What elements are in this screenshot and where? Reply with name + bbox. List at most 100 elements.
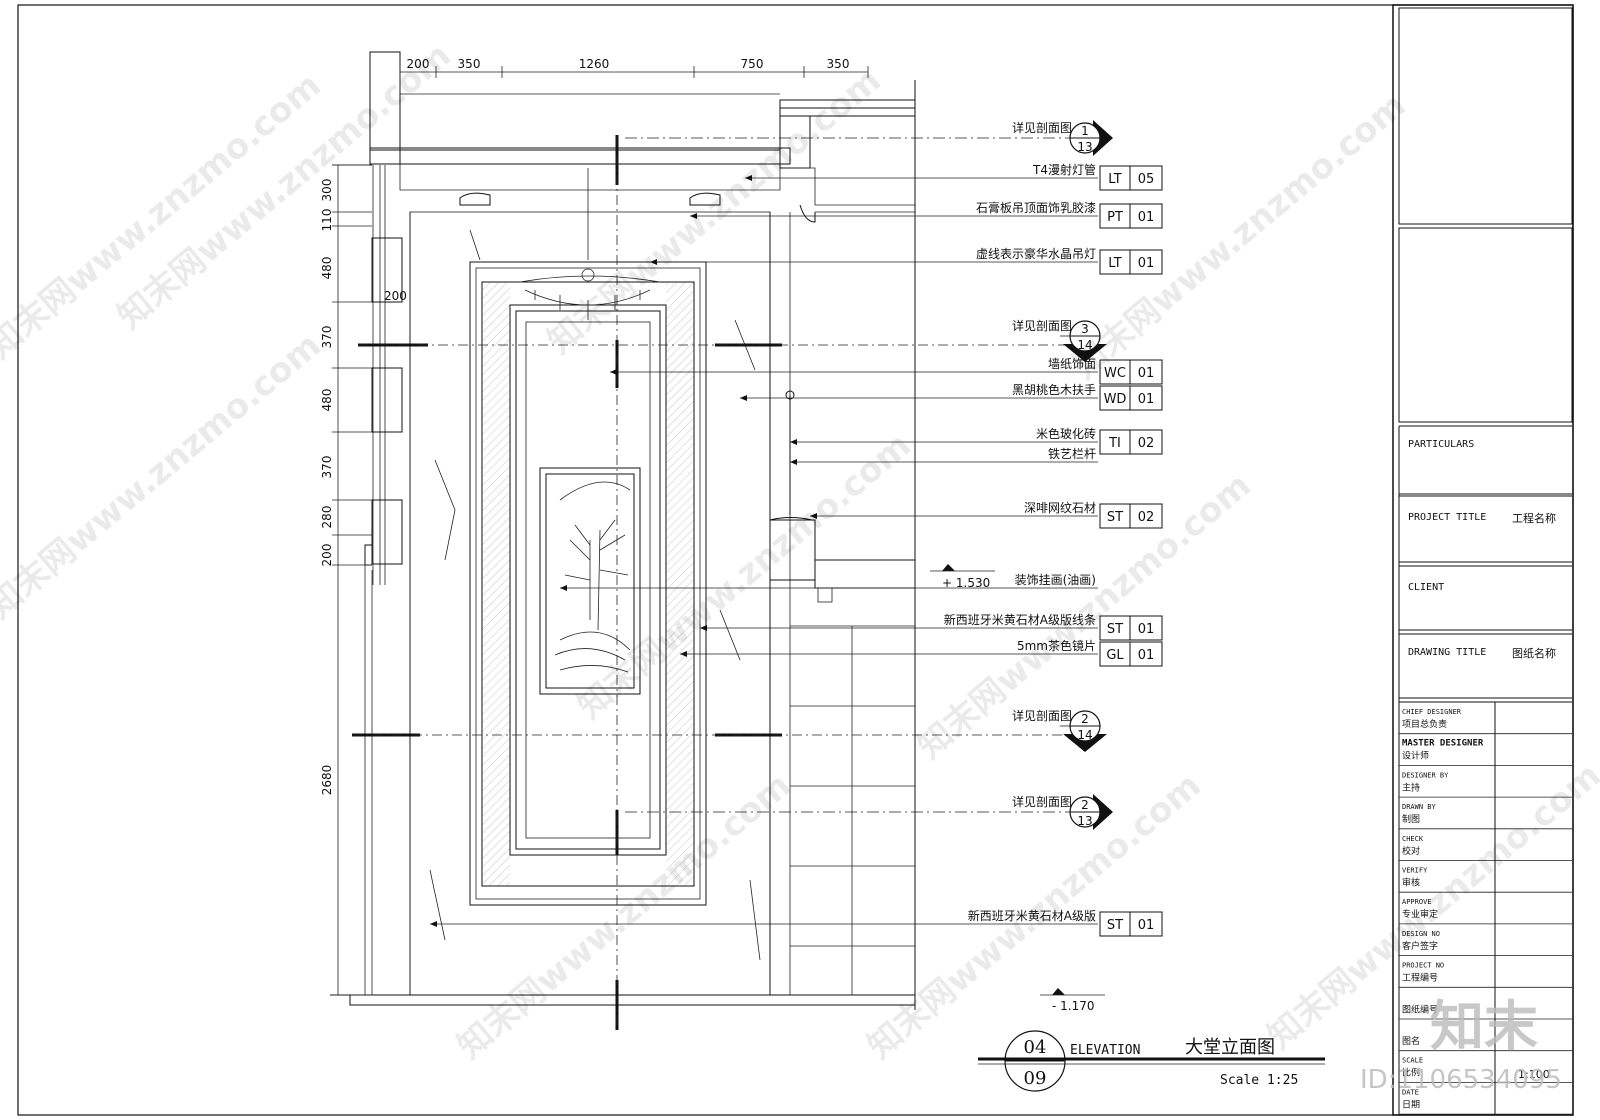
- role-en-0: CHIEF DESIGNER: [1402, 708, 1462, 716]
- drawing-title-label: DRAWING TITLE: [1408, 647, 1486, 658]
- section-callout-2: 详见剖面图 3 14: [1012, 318, 1107, 362]
- role-en-11: SCALE: [1402, 1057, 1423, 1065]
- watermark-id: ID:1106534095: [1360, 1065, 1562, 1095]
- material-label: 虚线表示豪华水晶吊灯: [976, 246, 1096, 261]
- material-tag-9: 装饰挂画(油画): [560, 573, 1098, 591]
- dim-left-0: 300: [320, 179, 334, 202]
- drawing-number-bottom: 09: [1024, 1068, 1047, 1089]
- dim-top-3: 750: [741, 57, 764, 71]
- material-number: 01: [1138, 392, 1155, 407]
- dim-inner: 200: [384, 289, 407, 303]
- callout-label: 详见剖面图: [1012, 794, 1072, 809]
- material-label: 铁艺栏杆: [1048, 446, 1096, 461]
- role-cn-11: 比例: [1402, 1067, 1420, 1079]
- callout-label: 详见剖面图: [1012, 318, 1072, 333]
- dim-left-8: 2680: [320, 765, 334, 796]
- material-label: 墙纸饰面: [1048, 357, 1096, 371]
- material-label: 米色玻化砖: [1036, 426, 1096, 441]
- level-marker-upper: + 1.530: [930, 564, 995, 590]
- drawing-title-cn: 图纸名称: [1512, 646, 1556, 660]
- drawing-number-top: 04: [1024, 1037, 1047, 1058]
- material-number: 01: [1138, 622, 1155, 637]
- callout-number: 3: [1081, 322, 1089, 336]
- material-code: PT: [1107, 210, 1123, 225]
- role-en-5: VERIFY: [1402, 867, 1428, 875]
- material-code: LT: [1108, 256, 1121, 271]
- svg-text:知末网www.znzmo.com: 知末网www.znzmo.com: [0, 325, 329, 627]
- painting-bamboo: [554, 519, 629, 673]
- architecture: [330, 51, 1070, 1030]
- dim-left-5: 370: [320, 456, 334, 479]
- material-label: 黑胡桃色木扶手: [1012, 382, 1096, 397]
- role-cn-10: 图名: [1402, 1035, 1420, 1047]
- material-number: 01: [1138, 648, 1155, 663]
- dim-left-6: 280: [320, 506, 334, 529]
- role-en-7: DESIGN NO: [1402, 930, 1440, 938]
- callout-sheet: 13: [1077, 140, 1092, 154]
- material-number: 02: [1138, 510, 1155, 525]
- watermark-logo: 知末: [1430, 995, 1538, 1058]
- client-label: CLIENT: [1408, 582, 1444, 593]
- role-cn-9: 图纸编号: [1402, 1003, 1438, 1015]
- role-cn-4: 校对: [1402, 845, 1420, 857]
- dim-left-1: 110: [320, 209, 334, 232]
- role-en-4: CHECK: [1402, 835, 1424, 843]
- role-en-3: DRAWN BY: [1402, 803, 1437, 811]
- callout-sheet: 14: [1077, 338, 1092, 352]
- material-code: LT: [1108, 172, 1121, 187]
- svg-text:知末网www.znzmo.com: 知末网www.znzmo.com: [860, 765, 1209, 1067]
- role-cn-6: 专业审定: [1402, 908, 1438, 920]
- material-code: TI: [1108, 436, 1121, 451]
- material-code: ST: [1107, 510, 1123, 525]
- material-number: 01: [1138, 918, 1155, 933]
- drawing-label: 04 09 ELEVATION 大堂立面图 Scale 1:25: [978, 1030, 1325, 1092]
- material-tag-5: 黑胡桃色木扶手 WD 01: [740, 382, 1163, 411]
- material-label: T4漫射灯管: [1032, 162, 1096, 177]
- dim-left-3: 370: [320, 326, 334, 349]
- drawing-type: ELEVATION: [1070, 1043, 1140, 1058]
- role-cn-5: 审核: [1402, 877, 1420, 889]
- project-title-label: PROJECT TITLE: [1408, 512, 1486, 523]
- scale-value: 1:100: [1518, 1068, 1550, 1081]
- material-code: GL: [1106, 648, 1124, 663]
- dim-left-4: 480: [320, 389, 334, 412]
- material-code: ST: [1107, 622, 1123, 637]
- dim-top-2: 1260: [579, 57, 610, 71]
- role-cn-3: 制图: [1402, 813, 1420, 825]
- role-en-6: APPROVE: [1402, 898, 1432, 906]
- svg-text:知末网www.znzmo.com: 知末网www.znzmo.com: [570, 425, 919, 727]
- svg-text:知末网www.znzmo.com: 知末网www.znzmo.com: [540, 60, 889, 362]
- material-label: 新西班牙米黄石材A级版: [968, 908, 1096, 923]
- role-cn-1: 设计师: [1402, 750, 1429, 762]
- material-code: WD: [1104, 392, 1127, 407]
- material-number: 01: [1138, 366, 1155, 381]
- material-number: 02: [1138, 436, 1155, 451]
- callout-sheet: 13: [1077, 814, 1092, 828]
- drawing-scale: Scale 1:25: [1220, 1073, 1298, 1088]
- material-tag-7: 铁艺栏杆: [790, 446, 1098, 465]
- svg-text:知末网www.znzmo.com: 知末网www.znzmo.com: [1065, 85, 1414, 387]
- role-cn-0: 项目总负责: [1402, 718, 1447, 730]
- role-en-12: DATE: [1402, 1088, 1419, 1096]
- callout-label: 详见剖面图: [1012, 120, 1072, 135]
- svg-text:- 1.170: - 1.170: [1052, 999, 1095, 1013]
- role-en-2: DESIGNER BY: [1402, 771, 1449, 779]
- level-marker-lower: - 1.170: [1040, 988, 1105, 1013]
- callout-number: 1: [1081, 124, 1089, 138]
- dim-top-1: 350: [458, 57, 481, 71]
- role-cn-2: 主持: [1402, 781, 1420, 793]
- role-en-8: PROJECT NO: [1402, 962, 1444, 970]
- dim-left-2: 480: [320, 257, 334, 280]
- drawing-title: 大堂立面图: [1185, 1037, 1275, 1058]
